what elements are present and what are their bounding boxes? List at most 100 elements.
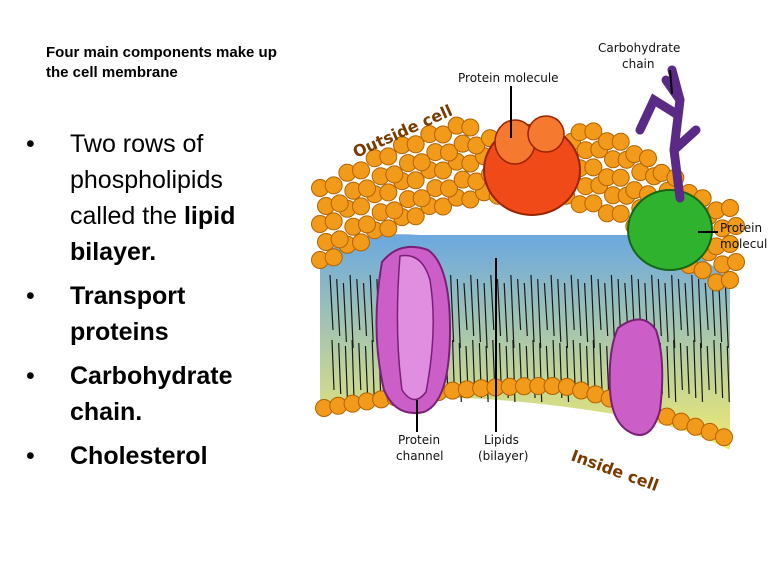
phospholipid-head (715, 428, 733, 447)
cell-membrane-diagram: Carbohydrate chain Protein molecule Prot… (311, 41, 768, 495)
phospholipid-head (584, 158, 603, 177)
label-lipids-2: (bilayer) (478, 449, 528, 463)
lipid-tail (369, 274, 374, 343)
lipid-tail (543, 282, 548, 331)
lipid-tail (356, 278, 361, 331)
carbohydrate-stem (667, 65, 685, 203)
phospholipid-head (721, 199, 739, 217)
lipid-tail (364, 345, 369, 395)
lipid-tail (463, 282, 468, 331)
label-inside-cell: Inside cell (569, 446, 662, 495)
lipid-tail (523, 282, 528, 337)
lipid-tail (590, 274, 595, 349)
phospholipid-head (379, 183, 398, 202)
carbohydrate-branch (669, 125, 701, 155)
lipid-tail (666, 345, 670, 399)
phospholipid-head (406, 207, 425, 226)
leader-carbohydrate (669, 69, 673, 95)
lipid-tail (450, 274, 455, 343)
phospholipid-head (584, 122, 603, 141)
lipid-tail (704, 282, 709, 331)
lipid-tail (572, 339, 576, 391)
phospholipid-head (406, 135, 425, 154)
phospholipid-head (721, 271, 739, 289)
phospholipid-head (434, 161, 452, 180)
phospholipid-head (727, 217, 745, 235)
lipid-tail (584, 282, 589, 343)
lipid-tail (664, 282, 669, 343)
bullet-cholesterol: • Cholesterol (26, 438, 276, 474)
lipid-tail (371, 339, 375, 399)
lipid-tail (344, 345, 348, 399)
lipid-tail (537, 278, 542, 349)
phospholipid-head (721, 235, 739, 253)
label-protein-channel-2: channel (396, 449, 443, 463)
carbohydrate-branch (635, 93, 683, 135)
lipid-tail (699, 342, 704, 403)
phospholipid-head (324, 176, 343, 195)
label-protein-channel: Protein (398, 433, 440, 447)
phospholipid-head (379, 219, 398, 238)
lipid-tail (697, 278, 703, 349)
lipid-tail (570, 274, 575, 331)
phospholipid-head (611, 168, 630, 187)
phospholipid-head (385, 201, 404, 220)
lipid-tail (351, 339, 355, 403)
protein-top-lobe (527, 115, 565, 153)
lipid-tail (338, 342, 342, 395)
phospholipid-head (611, 132, 630, 151)
lipid-tail (677, 278, 682, 331)
phospholipid-head (352, 233, 370, 252)
phospholipid-head (406, 171, 425, 190)
lipid-tail (530, 274, 535, 343)
lipid-tail (490, 274, 495, 331)
lipid-tail (358, 342, 362, 391)
lipid-tail (724, 282, 729, 349)
lipid-tail (651, 274, 656, 331)
phospholipid-head (440, 179, 458, 198)
phospholipid-head (434, 125, 452, 144)
label-carbohydrate-chain-2: chain (622, 57, 655, 71)
phospholipid-head (440, 143, 458, 162)
bullet-glyph: • (26, 442, 35, 470)
carbohydrate-branch (661, 75, 685, 105)
lipid-tail (557, 278, 562, 343)
lipid-tail (470, 274, 475, 337)
label-protein-molecule-top: Protein molecule (458, 71, 559, 85)
bullet-glyph: • (26, 362, 35, 390)
lipid-tail (476, 278, 481, 343)
lipid-tail (604, 282, 609, 337)
lipid-tail (331, 339, 335, 391)
lipid-tail (517, 278, 522, 331)
lipid-tail (671, 274, 676, 349)
phospholipid-head (352, 197, 370, 216)
protein-right-lower (608, 318, 664, 436)
label-lipids: Lipids (484, 433, 519, 447)
lipid-tail (693, 339, 697, 399)
lipid-tail (686, 345, 690, 395)
phospholipid-head (584, 194, 603, 213)
lipid-tail (349, 274, 354, 349)
lipid-tail (706, 345, 710, 391)
lipid-tail (503, 282, 508, 343)
lipid-tail (329, 274, 334, 331)
lipid-tail (720, 342, 724, 399)
phospholipid-head (358, 215, 376, 234)
lipid-tail (510, 274, 515, 349)
protein-molecule-top (483, 115, 581, 216)
phospholipid-head (693, 261, 712, 280)
lipid-tail (362, 282, 368, 337)
lipid-tail (679, 342, 683, 391)
phospholipid-head (324, 212, 343, 231)
phospholipid-head (461, 118, 480, 137)
lipid-tail (550, 274, 555, 337)
lipid-tail (599, 342, 603, 391)
lipid-tail (726, 345, 730, 403)
phospholipid-head (352, 161, 370, 180)
lipid-tail (342, 282, 347, 343)
lipid-tail (456, 278, 461, 349)
carbohydrate-chain (635, 65, 701, 203)
bullet-glyph: • (26, 130, 35, 158)
lipid-tail (684, 282, 689, 337)
label-protein-molecule-right-2: molecule (720, 237, 768, 251)
